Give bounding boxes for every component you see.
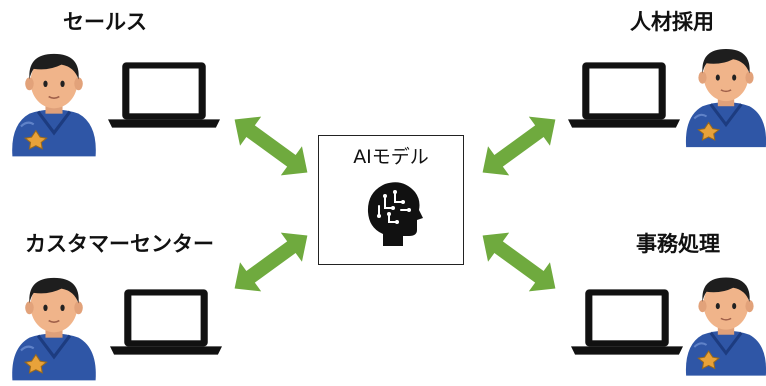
arrow-sales-ai	[224, 105, 318, 187]
person-hr-icon	[680, 37, 766, 155]
label-office: 事務処理	[636, 232, 720, 256]
arrow-office-ai	[472, 221, 566, 303]
laptop-call-center-icon	[110, 287, 222, 359]
laptop-office-icon	[571, 287, 683, 359]
ai-model-title: AIモデル	[353, 146, 429, 168]
label-hr: 人材採用	[630, 10, 714, 34]
laptop-hr-icon	[568, 60, 680, 132]
person-office-icon	[680, 264, 766, 385]
person-call-center-icon	[6, 268, 102, 386]
person-sales-icon	[6, 40, 102, 166]
ai-model-box: AIモデル	[318, 135, 464, 265]
arrow-call-center-ai	[224, 221, 318, 303]
ai-head-circuit-icon	[367, 182, 423, 246]
laptop-sales-icon	[108, 60, 220, 132]
label-call-center: カスタマーセンター	[25, 232, 214, 256]
arrow-hr-ai	[472, 105, 566, 187]
label-sales: セールス	[63, 10, 147, 34]
